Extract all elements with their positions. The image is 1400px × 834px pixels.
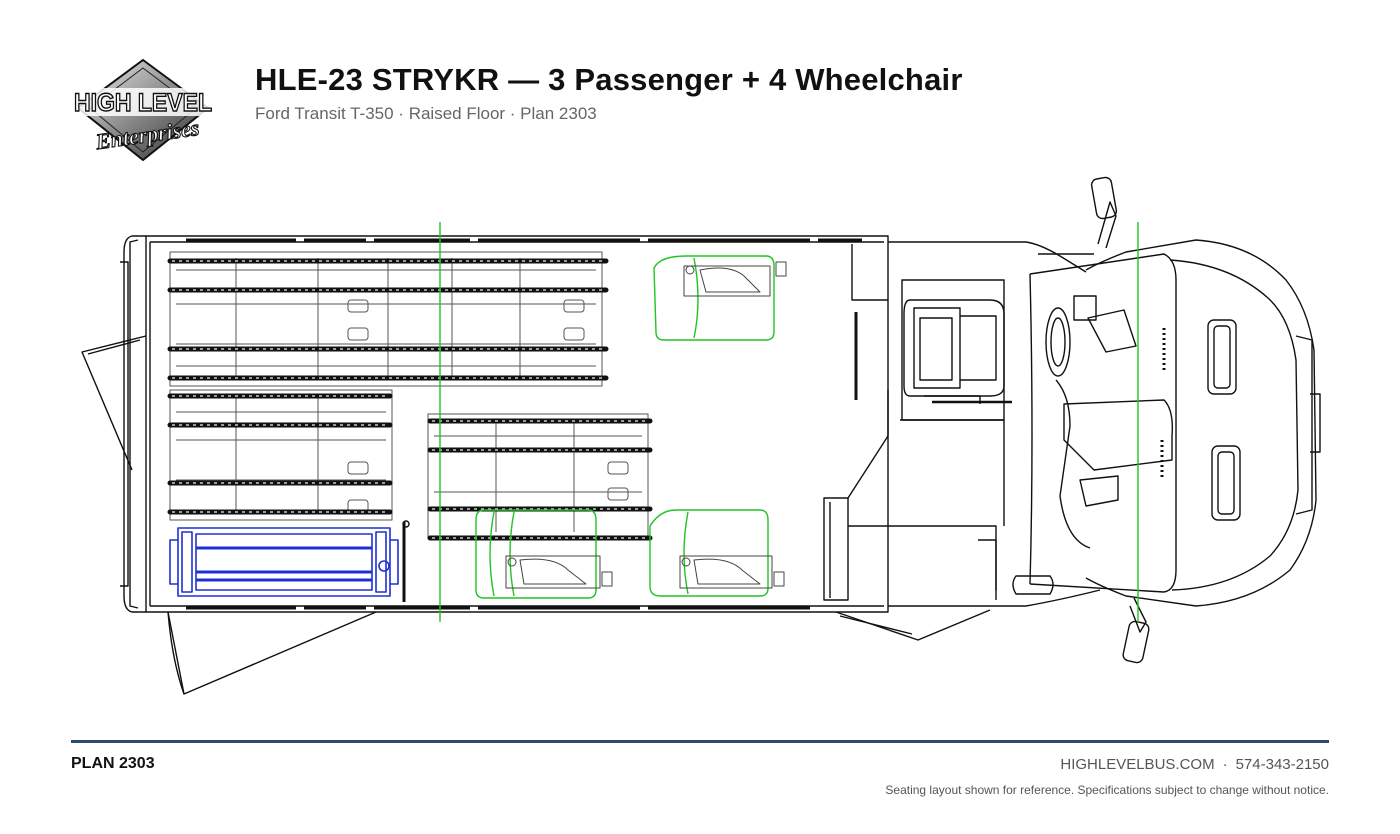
logo: HIGH LEVEL Enterprises — [70, 58, 216, 162]
phone-number[interactable]: 574-343-2150 — [1235, 756, 1329, 773]
axle-markers — [439, 222, 1139, 622]
side-mirror-right — [1122, 597, 1150, 664]
bench-seats-mid — [427, 413, 649, 539]
door-handles — [1012, 253, 1094, 595]
rear-bumper — [120, 235, 146, 613]
wheelchair-position-icon — [649, 509, 769, 597]
entry-step — [823, 244, 997, 601]
cab-area — [888, 241, 1101, 607]
side-entry-door — [167, 609, 991, 695]
driver-seat — [903, 299, 1012, 404]
side-mirror-left — [1090, 176, 1118, 249]
hood — [1085, 239, 1321, 607]
rear-door-left — [81, 335, 147, 471]
wheelchair-position-icon — [475, 509, 597, 599]
plan-code: PLAN 2303 — [71, 755, 155, 772]
steering-wheel-icon — [1045, 295, 1097, 549]
page-subtitle: Ford Transit T-350 · Raised Floor · Plan… — [255, 104, 597, 123]
logo-wordmark: HIGH LEVEL — [74, 89, 212, 117]
lift-handrail — [402, 520, 410, 602]
floor-tracks — [167, 258, 653, 541]
website-link[interactable]: HIGHLEVELBUS.COM — [1060, 756, 1215, 773]
bench-seats-upper — [169, 251, 603, 521]
page-title: HLE-23 STRYKR — 3 Passenger + 4 Wheelcha… — [255, 62, 963, 97]
floor-plan — [81, 176, 1321, 695]
contact-line: HIGHLEVELBUS.COM · 574-343-2150 — [1060, 756, 1329, 773]
disclaimer: Seating layout shown for reference. Spec… — [885, 783, 1329, 797]
body-outline — [145, 235, 889, 613]
contact-separator: · — [1222, 756, 1228, 773]
footer-rule — [71, 740, 1329, 743]
wheelchair-lift-icon — [169, 527, 399, 597]
dashboard — [1029, 253, 1177, 593]
